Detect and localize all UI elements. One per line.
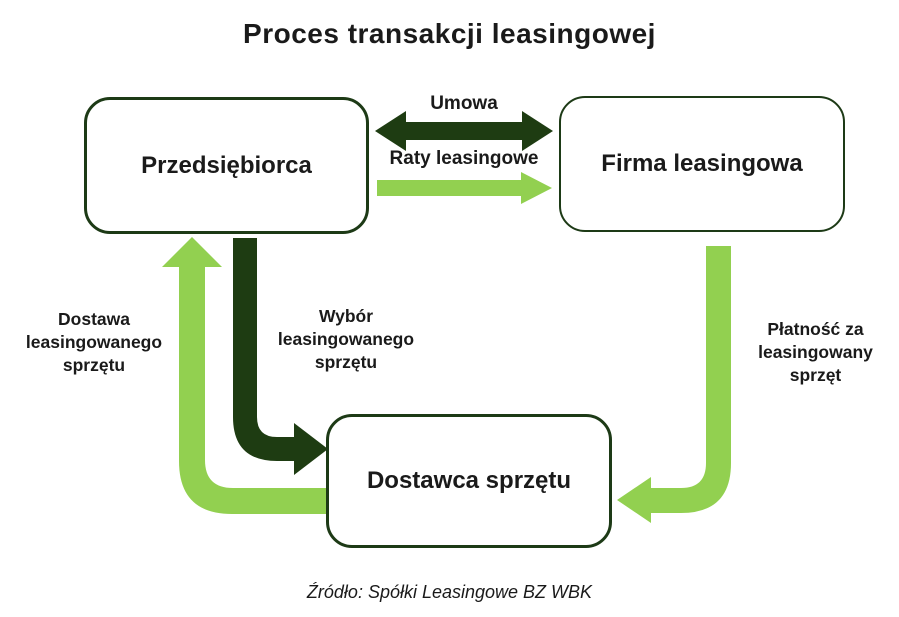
edge-label-platnosc: Płatność za leasingowany sprzęt [758,319,873,386]
arrow-dostawa-icon [162,237,326,514]
arrow-platnosc-icon [617,246,731,523]
source-note: Źródło: Spółki Leasingowe BZ WBK [306,582,593,602]
node-leasing-company: Firma leasingowa [559,96,845,232]
arrow-wybor-icon [233,238,328,475]
node-entrepreneur: Przedsiębiorca [84,97,369,234]
edge-label-dostawa: Dostawa leasingowanego sprzętu [25,309,163,376]
node-equipment-supplier: Dostawca sprzętu [326,414,612,548]
arrow-umowa-bidirectional-icon [375,111,553,151]
arrow-raty-leasingowe-icon [377,172,552,204]
edge-label-wybor: Wybór leasingowanego sprzętu [277,306,415,373]
node-equipment-supplier-label: Dostawca sprzętu [366,467,572,494]
edge-label-raty-leasingowe: Raty leasingowe [389,148,539,169]
node-leasing-company-label: Firma leasingowa [601,150,803,177]
node-entrepreneur-label: Przedsiębiorca [141,151,312,179]
diagram-title: Proces transakcji leasingowej [243,18,656,49]
edge-label-umowa: Umowa [430,93,498,114]
